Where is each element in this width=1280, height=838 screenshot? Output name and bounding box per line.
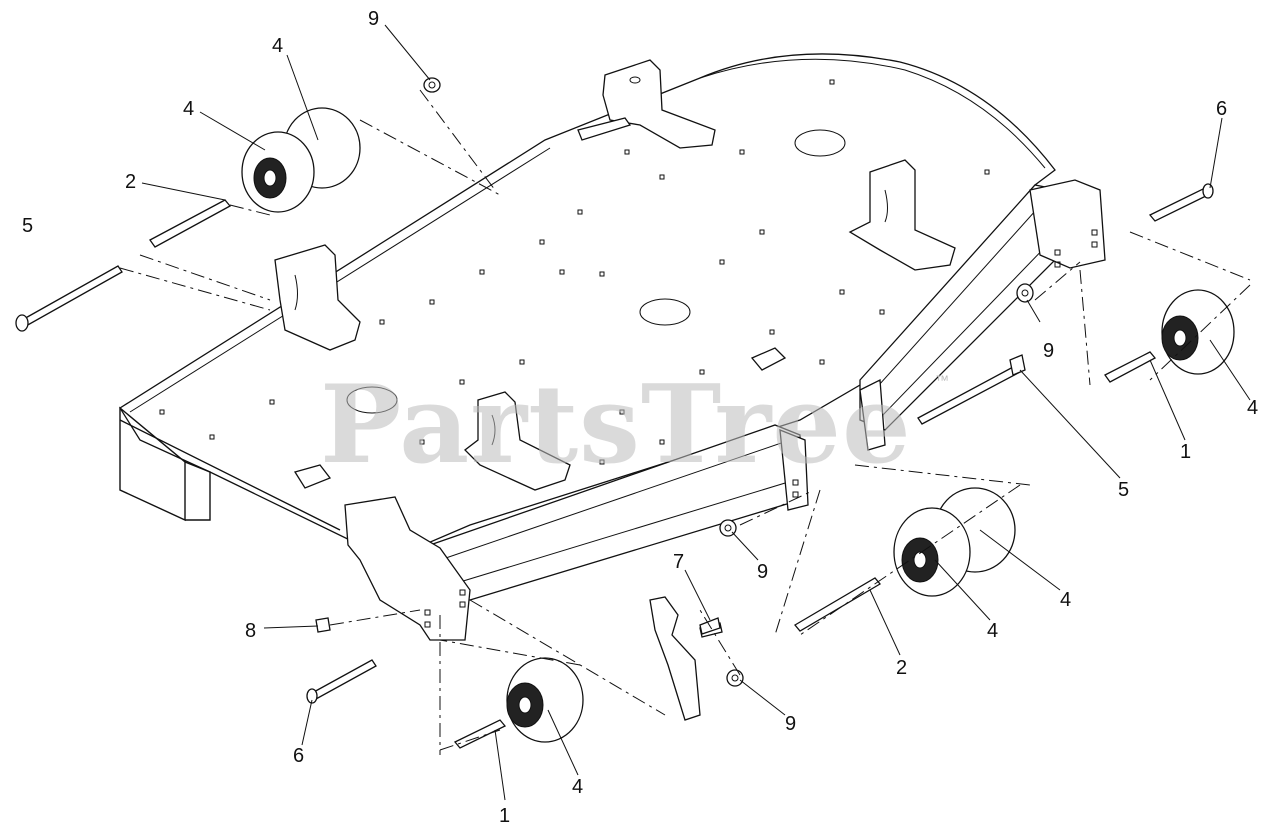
callout-4-top-a: 4 [272,35,283,57]
bolt-5-right [917,354,1026,425]
callout-6-lower: 6 [293,745,304,767]
right-rail [859,179,1106,451]
callout-4-right: 4 [1247,397,1258,419]
spindle-hole [346,386,398,414]
mounting-bracket-left [274,244,361,351]
callout-4-top-b: 4 [183,98,194,120]
spindle-hole [639,298,691,326]
watermark-trademark: ™ [935,372,949,388]
callout-labels: 9 4 4 2 5 6 9 4 1 5 7 9 4 4 2 8 9 6 4 1 [22,8,1258,827]
callout-5-right: 5 [1118,479,1129,501]
bolt-5-left [15,265,123,332]
callout-9-mid: 9 [757,561,768,583]
callout-6-right: 6 [1216,98,1227,120]
nut-9-right [1016,283,1034,303]
callout-9-lower: 9 [785,713,796,735]
axle-2-lower [794,577,881,632]
callout-9-right: 9 [1043,340,1054,362]
mower-deck [119,53,1056,556]
axle-1-bottom [453,719,507,749]
spindle-hole [794,129,846,157]
wheel-top-left [241,107,361,213]
callout-2-left: 2 [125,171,136,193]
callout-8: 8 [245,620,256,642]
left-front-bracket [344,496,471,641]
clip-8 [315,617,331,633]
callout-4-lower-right-a: 4 [1060,589,1071,611]
nut-9-lower [726,669,744,687]
watermark: PartsTree [320,362,912,488]
wheel-right [1161,289,1235,375]
mounting-bracket-rear [577,59,716,149]
callout-1-bottom: 1 [499,805,510,827]
bolt-6-lower [306,659,377,704]
callout-4-lower-right-b: 4 [987,620,998,642]
wheel-lower-right [893,487,1016,597]
callout-4-bottom: 4 [572,776,583,798]
front-rail [429,424,809,601]
wheel-bottom [506,657,584,743]
callout-7: 7 [673,551,684,573]
leader-lines [141,24,1251,801]
nut-9-top [423,77,441,93]
callout-2-lower: 2 [896,657,907,679]
callout-9-top: 9 [368,8,379,30]
callout-5-left: 5 [22,215,33,237]
axle-2-left [149,199,232,248]
callout-1-right: 1 [1180,441,1191,463]
hanger-bracket [649,596,723,721]
bolt-6-right [1148,183,1214,222]
mounting-bracket-right [848,159,956,271]
axle-1-right [1104,351,1157,383]
assembly-lines [119,89,1251,755]
mounting-bracket-front [464,391,571,491]
